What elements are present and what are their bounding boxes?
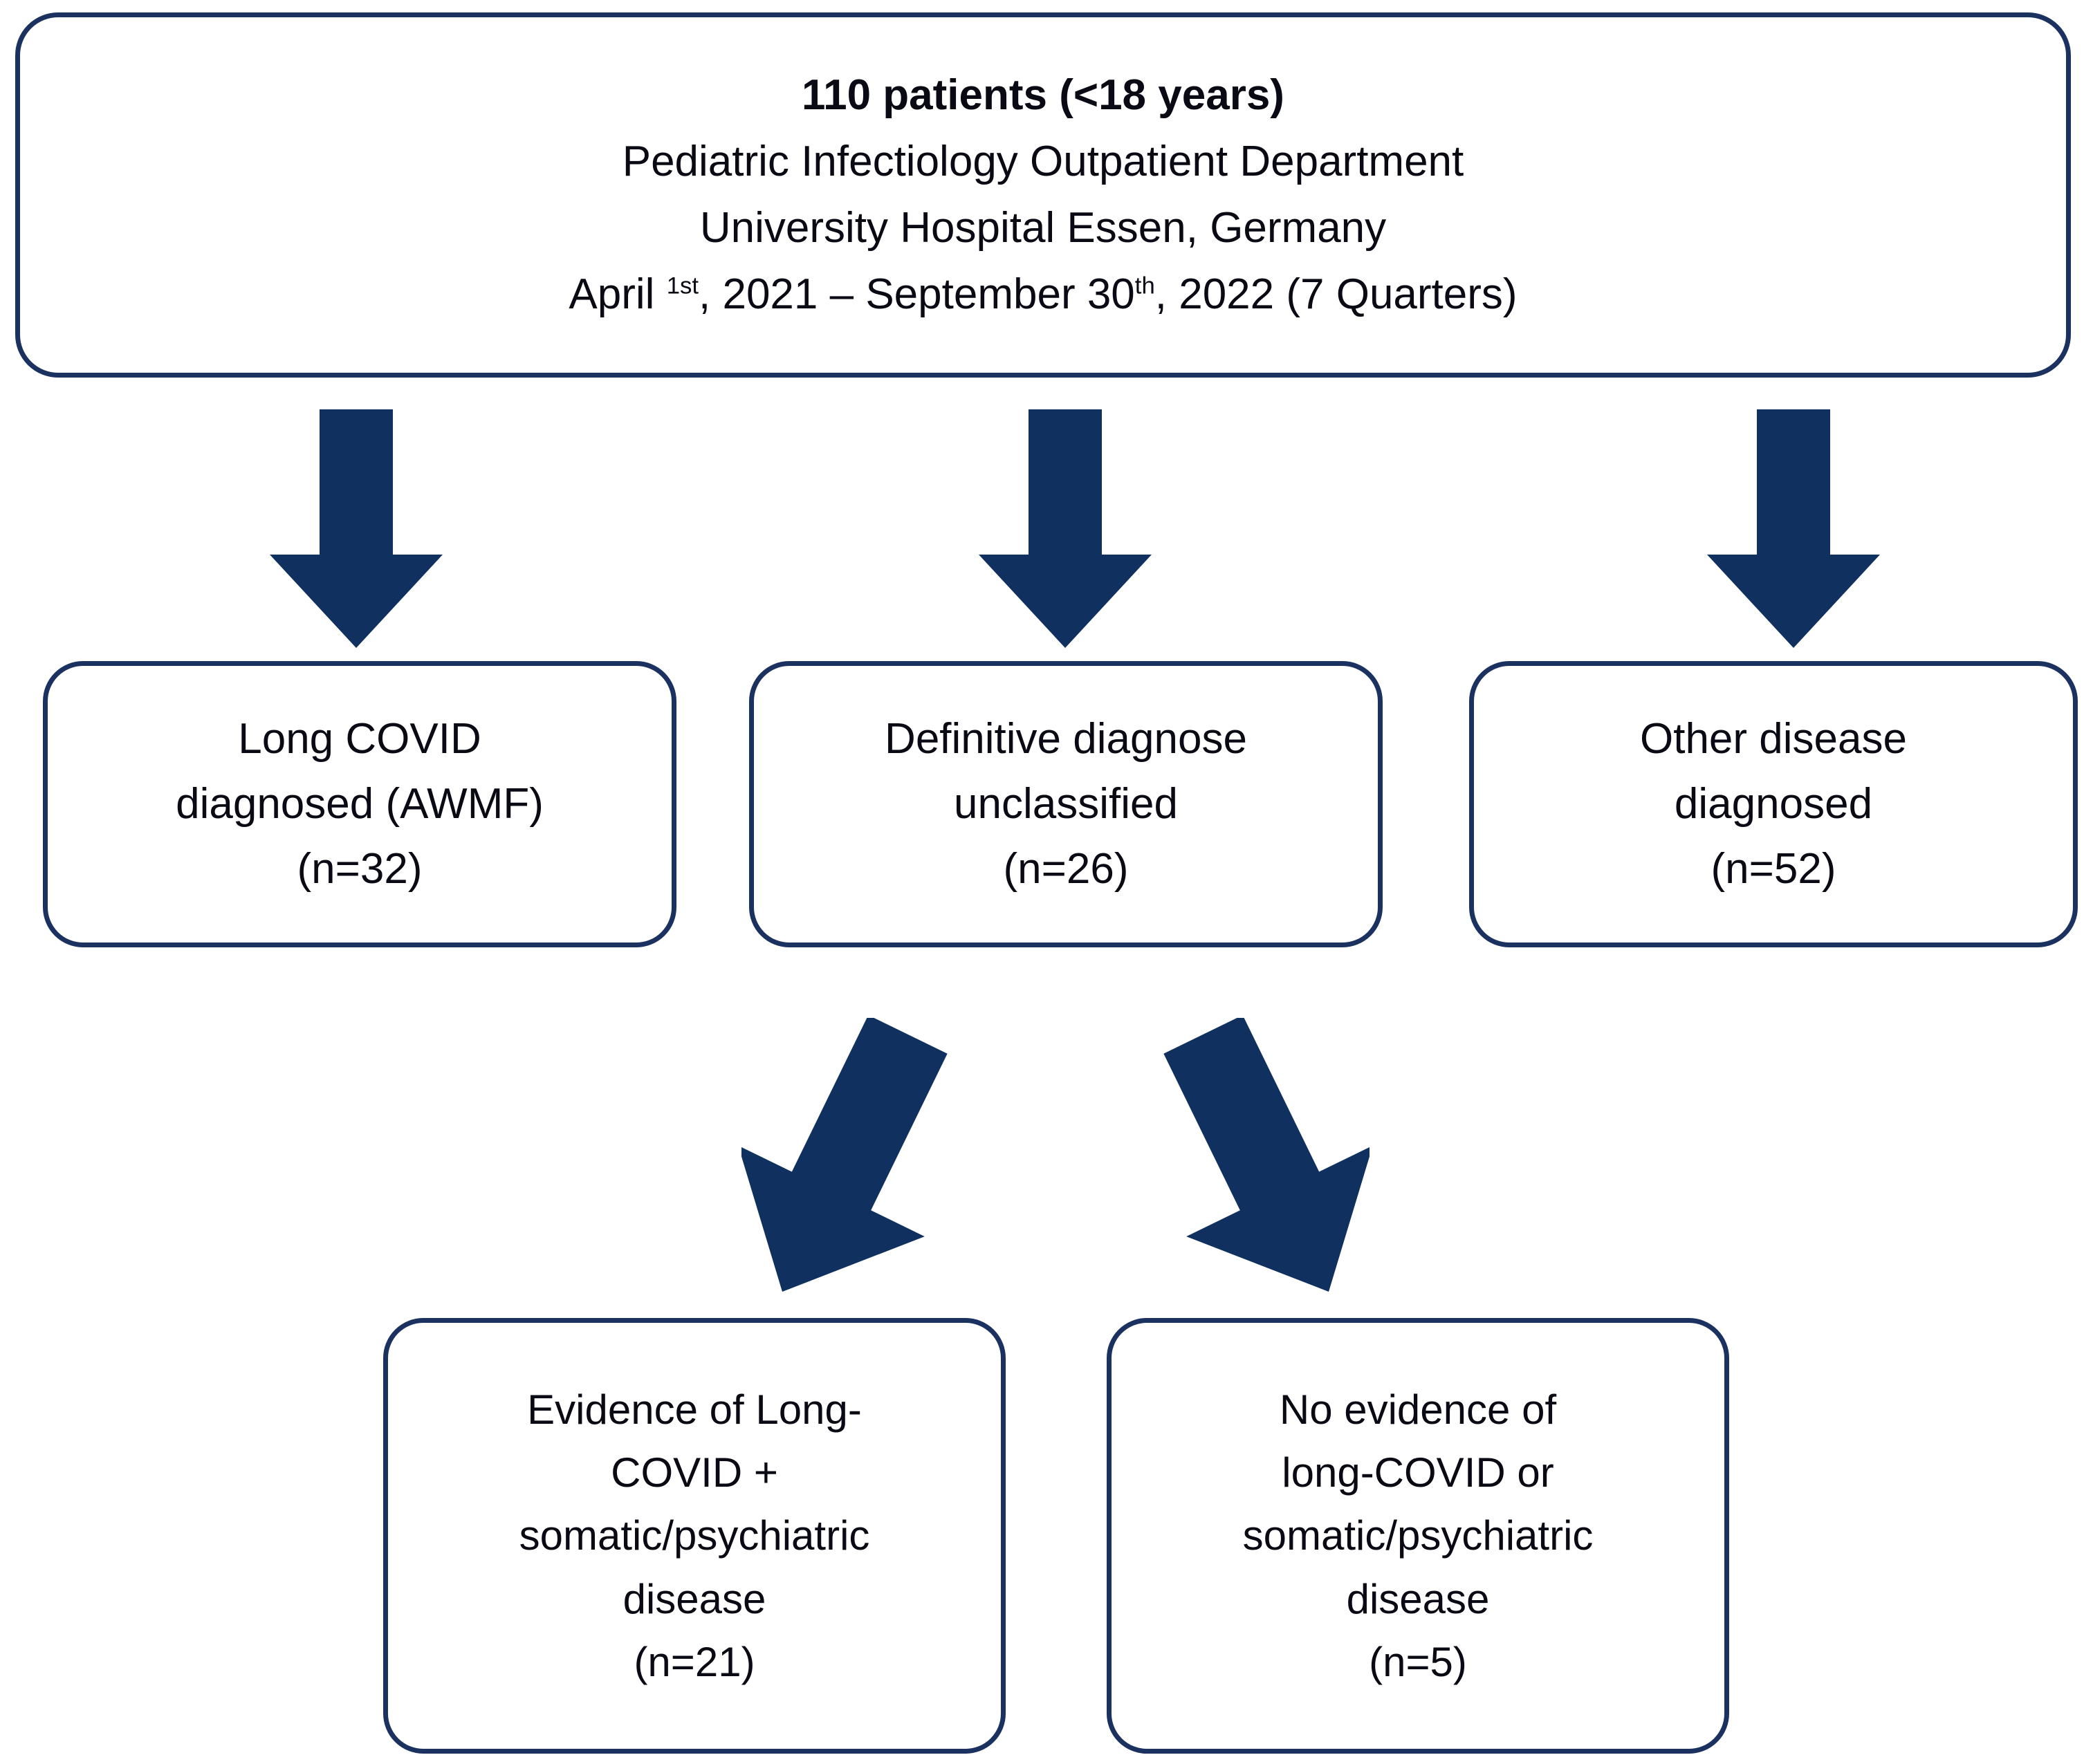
node-definitive-diagnose-unclassified: Definitive diagnose unclassified (n=26) [749, 661, 1383, 947]
arrow-root-to-unclassified-icon [979, 409, 1152, 648]
node-evidence-long-covid-plus-somatic: Evidence of Long- COVID + somatic/psychi… [383, 1318, 1006, 1754]
long-covid-line-2: diagnosed (AWMF) [176, 779, 544, 828]
root-line-study-period: April 1st, 2021 – September 30th, 2022 (… [569, 264, 1517, 325]
long-covid-line-1: Long COVID [238, 714, 481, 763]
node-long-covid-diagnosed: Long COVID diagnosed (AWMF) (n=32) [43, 661, 676, 947]
period-sup-first: 1st [666, 272, 699, 299]
node-other-disease-diagnosed: Other disease diagnosed (n=52) [1469, 661, 2078, 947]
evidence-line-2: COVID + [611, 1449, 778, 1496]
arrow-root-to-other-disease-icon [1707, 409, 1880, 648]
arrow-unclassified-to-evidence-icon [741, 1018, 949, 1308]
other-disease-line-1: Other disease [1640, 714, 1907, 763]
no-evidence-line-3: somatic/psychiatric [1242, 1512, 1594, 1559]
evidence-count: (n=21) [634, 1638, 755, 1685]
unclassified-line-1: Definitive diagnose [885, 714, 1247, 763]
no-evidence-line-4: disease [1346, 1575, 1490, 1622]
evidence-line-1: Evidence of Long- [527, 1386, 862, 1433]
arrow-unclassified-to-no-evidence-icon [1162, 1018, 1370, 1308]
node-root-cohort: 110 patients (<18 years) Pediatric Infec… [15, 12, 2071, 378]
root-line-department: Pediatric Infectiology Outpatient Depart… [622, 137, 1464, 185]
period-middle: , 2021 – September 30 [699, 270, 1135, 319]
no-evidence-line-2: long-COVID or [1282, 1449, 1554, 1496]
other-disease-count: (n=52) [1710, 845, 1836, 893]
other-disease-line-2: diagnosed [1674, 779, 1873, 828]
long-covid-count: (n=32) [297, 845, 423, 893]
no-evidence-count: (n=5) [1369, 1638, 1467, 1685]
root-line-institution: University Hospital Essen, Germany [699, 204, 1387, 252]
unclassified-count: (n=26) [1003, 845, 1129, 893]
node-no-evidence-long-covid-or-somatic: No evidence of long-COVID or somatic/psy… [1107, 1318, 1729, 1754]
period-suffix: , 2022 (7 Quarters) [1154, 270, 1518, 319]
evidence-line-3: somatic/psychiatric [519, 1512, 870, 1559]
evidence-line-4: disease [623, 1575, 766, 1622]
root-line-patient-count: 110 patients (<18 years) [802, 71, 1284, 119]
arrow-root-to-long-covid-icon [270, 409, 443, 648]
unclassified-line-2: unclassified [954, 779, 1178, 828]
no-evidence-line-1: No evidence of [1279, 1386, 1557, 1433]
period-sup-second: th [1134, 272, 1155, 299]
period-prefix: April [569, 270, 667, 319]
